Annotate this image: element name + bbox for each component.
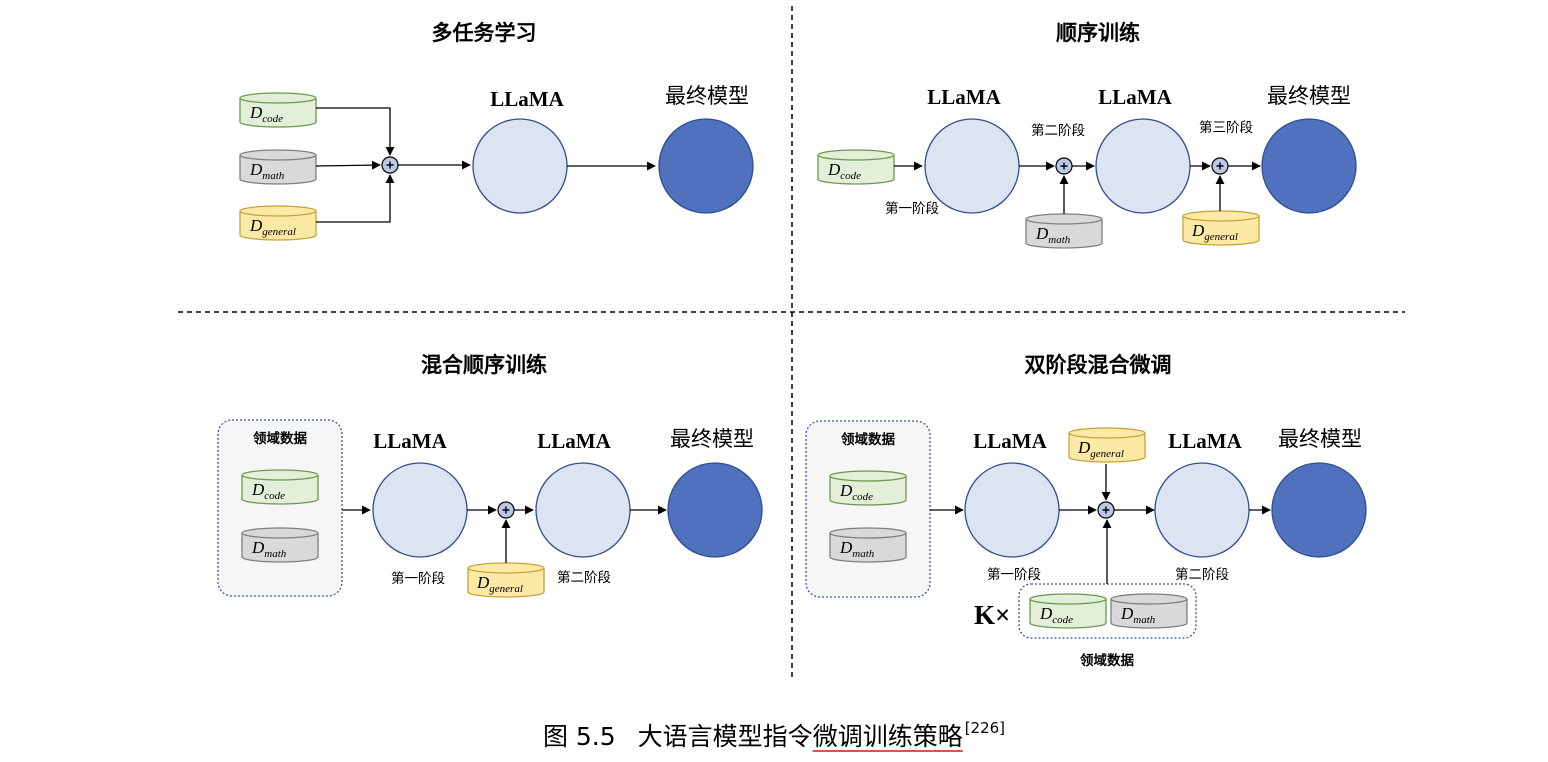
arrow [316, 174, 395, 223]
dataset-label: Dcode [1039, 604, 1073, 626]
model-label: LLaMA [1168, 429, 1242, 453]
domain-box-title: 领域数据 [253, 430, 307, 447]
final-model-node [1271, 462, 1367, 558]
merge-node [1055, 157, 1073, 175]
dataset-math-cylinder: Dmath [239, 149, 317, 185]
dataset-label: Dmath [251, 538, 287, 560]
quadrant-title: 双阶段混合微调 [1025, 353, 1172, 377]
quadrant-dual-stage: 双阶段混合微调 领域数据 Dcode Dmath LLaMA 第一阶段 Dgen… [805, 353, 1367, 669]
llama-model-node [535, 462, 631, 558]
stage-label: 第一阶段 [987, 566, 1041, 583]
quadrant-multi-task: 多任务学习 Dcode Dmath Dgeneral LLaMA 最终模型 [239, 21, 754, 241]
dataset-label: Dcode [249, 103, 283, 125]
arrow [315, 160, 381, 170]
model-label: LLaMA [537, 429, 611, 453]
caption-text: 大语言模型指令 [637, 722, 813, 751]
arrow [316, 107, 395, 156]
dataset-math-cylinder: Dmath [1025, 213, 1103, 249]
quadrant-mixed-sequential: 混合顺序训练 领域数据 Dcode Dmath LLaMA 第一阶段 Dgene… [217, 353, 763, 598]
dataset-code-cylinder: Dcode [241, 469, 319, 505]
dataset-label: Dgeneral [1191, 221, 1238, 243]
llama-model-node [924, 118, 1020, 214]
dataset-label: Dmath [839, 538, 875, 560]
merge-node [1097, 501, 1115, 519]
merge-node [1211, 157, 1229, 175]
dataset-math-cylinder: Dmath [241, 527, 319, 563]
final-model-label: 最终模型 [1278, 427, 1362, 451]
stage-label: 第一阶段 [391, 570, 445, 587]
stage-label: 第二阶段 [1175, 566, 1229, 583]
merge-node [381, 156, 399, 174]
dataset-label: Dcode [251, 480, 285, 502]
stage-label: 第二阶段 [557, 569, 611, 586]
stage-label: 第二阶段 [1031, 122, 1085, 139]
quadrant-title: 多任务学习 [432, 21, 537, 45]
dataset-label: Dcode [839, 481, 873, 503]
dataset-general-cylinder: Dgeneral [239, 205, 317, 241]
llama-model-node [472, 118, 568, 214]
dataset-code-cylinder: Dcode [817, 149, 895, 185]
dataset-code-cylinder: Dcode [829, 470, 907, 506]
dataset-general-cylinder: Dgeneral [1182, 210, 1260, 246]
dataset-label: Dgeneral [476, 573, 523, 595]
dataset-label: Dmath [1035, 224, 1071, 246]
figure-caption: 图 5.5 大语言模型指令微调训练策略[226] [0, 708, 1548, 757]
domain-box-title-bottom: 领域数据 [1080, 652, 1134, 669]
repeat-label: K× [974, 600, 1010, 630]
model-label: LLaMA [927, 85, 1001, 109]
model-label: LLaMA [973, 429, 1047, 453]
final-model-node [658, 118, 754, 214]
citation: [226] [964, 719, 1006, 737]
dataset-math-cylinder: Dmath [829, 527, 907, 563]
final-model-label: 最终模型 [665, 84, 749, 108]
final-model-node [667, 462, 763, 558]
dataset-general-cylinder: Dgeneral [467, 562, 545, 598]
dataset-label: Dmath [1120, 604, 1156, 626]
model-label: LLaMA [373, 429, 447, 453]
dataset-code-cylinder: Dcode [1029, 593, 1107, 629]
domain-box-title: 领域数据 [841, 431, 895, 448]
model-label: LLaMA [490, 87, 564, 111]
final-model-node [1261, 118, 1357, 214]
dataset-label: Dmath [249, 160, 285, 182]
final-model-label: 最终模型 [1267, 84, 1351, 108]
stage-label: 第三阶段 [1199, 119, 1253, 136]
final-model-label: 最终模型 [670, 427, 754, 451]
llama-model-node [964, 462, 1060, 558]
llama-model-node [1095, 118, 1191, 214]
quadrant-title: 顺序训练 [1056, 21, 1140, 45]
llama-model-node [372, 462, 468, 558]
merge-node [497, 501, 515, 519]
caption-text-underlined: 微调训练策略 [812, 722, 963, 751]
dataset-general-cylinder: Dgeneral [1068, 427, 1146, 463]
figure-number: 图 5.5 [542, 722, 616, 751]
stage-label: 第一阶段 [885, 200, 939, 217]
dataset-label: Dcode [827, 160, 861, 182]
dataset-label: Dgeneral [249, 216, 296, 238]
quadrant-title: 混合顺序训练 [421, 353, 547, 377]
quadrant-sequential: 顺序训练 Dcode LLaMA 第一阶段 第二阶段 Dmath LLaMA 第… [817, 21, 1357, 249]
dataset-math-cylinder: Dmath [1110, 593, 1188, 629]
dataset-code-cylinder: Dcode [239, 92, 317, 128]
dataset-label: Dgeneral [1077, 438, 1124, 460]
model-label: LLaMA [1098, 85, 1172, 109]
llama-model-node [1154, 462, 1250, 558]
